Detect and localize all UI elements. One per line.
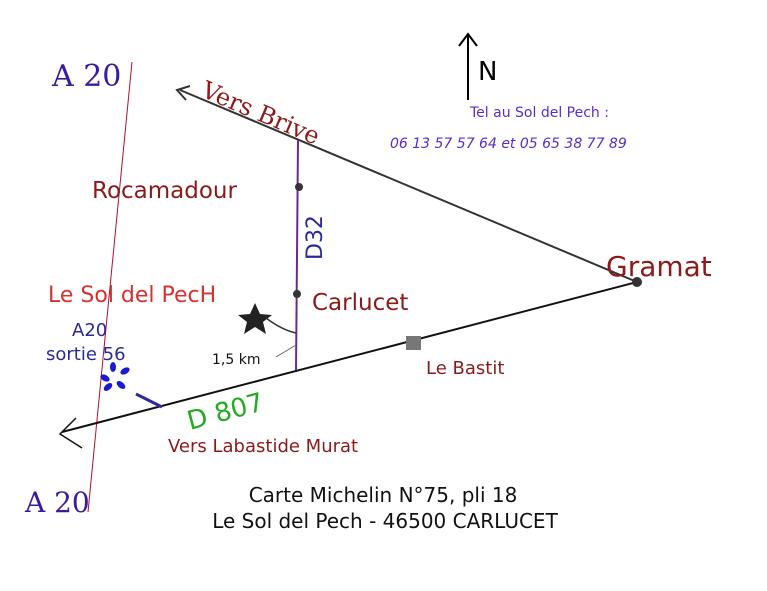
road-d32 bbox=[295, 139, 299, 373]
arrow-brive-icon bbox=[175, 85, 191, 101]
vers-brive-label: Vers Brive bbox=[197, 75, 324, 150]
motorway-exit-icon bbox=[100, 362, 130, 391]
caption-address: Le Sol del Pech - 46500 CARLUCET bbox=[212, 509, 558, 533]
le-bastit-label: Le Bastit bbox=[426, 358, 504, 379]
exit-connector bbox=[135, 392, 163, 409]
rocamadour-label: Rocamadour bbox=[92, 178, 238, 204]
phone-numbers: 06 13 57 57 64 et 05 65 38 77 89 bbox=[390, 136, 627, 152]
d807-label: D 807 bbox=[184, 388, 267, 437]
d32-label: D32 bbox=[303, 215, 328, 260]
caption-michelin: Carte Michelin N°75, pli 18 bbox=[249, 483, 518, 507]
road-vers-brive bbox=[179, 89, 638, 283]
access-path bbox=[265, 317, 297, 334]
a20-label-top: A 20 bbox=[51, 59, 121, 94]
gramat-label: Gramat bbox=[606, 250, 712, 283]
carlucet-marker bbox=[293, 290, 301, 298]
le-sol-del-pech-label: Le Sol del PecH bbox=[48, 283, 216, 308]
a20-label-bottom: A 20 bbox=[24, 486, 90, 519]
road-d807 bbox=[61, 281, 638, 433]
arrow-labastide-icon bbox=[58, 417, 83, 449]
vers-labastide-label: Vers Labastide Murat bbox=[168, 436, 358, 457]
a20-exit-label: A20 bbox=[72, 320, 107, 341]
phone-title: Tel au Sol del Pech : bbox=[469, 105, 609, 121]
rocamadour-marker bbox=[295, 183, 303, 191]
a20-motorway-line bbox=[87, 61, 133, 513]
gramat-marker bbox=[632, 277, 642, 287]
north-label: N bbox=[478, 57, 497, 87]
a20-exit-number: sortie 56 bbox=[46, 344, 126, 365]
carlucet-label: Carlucet bbox=[312, 290, 408, 316]
le-bastit-marker bbox=[406, 336, 421, 350]
north-arrow-icon bbox=[458, 32, 478, 100]
distance-label: 1,5 km bbox=[212, 352, 260, 368]
distance-pointer bbox=[275, 344, 297, 358]
star-marker-icon bbox=[238, 303, 272, 334]
